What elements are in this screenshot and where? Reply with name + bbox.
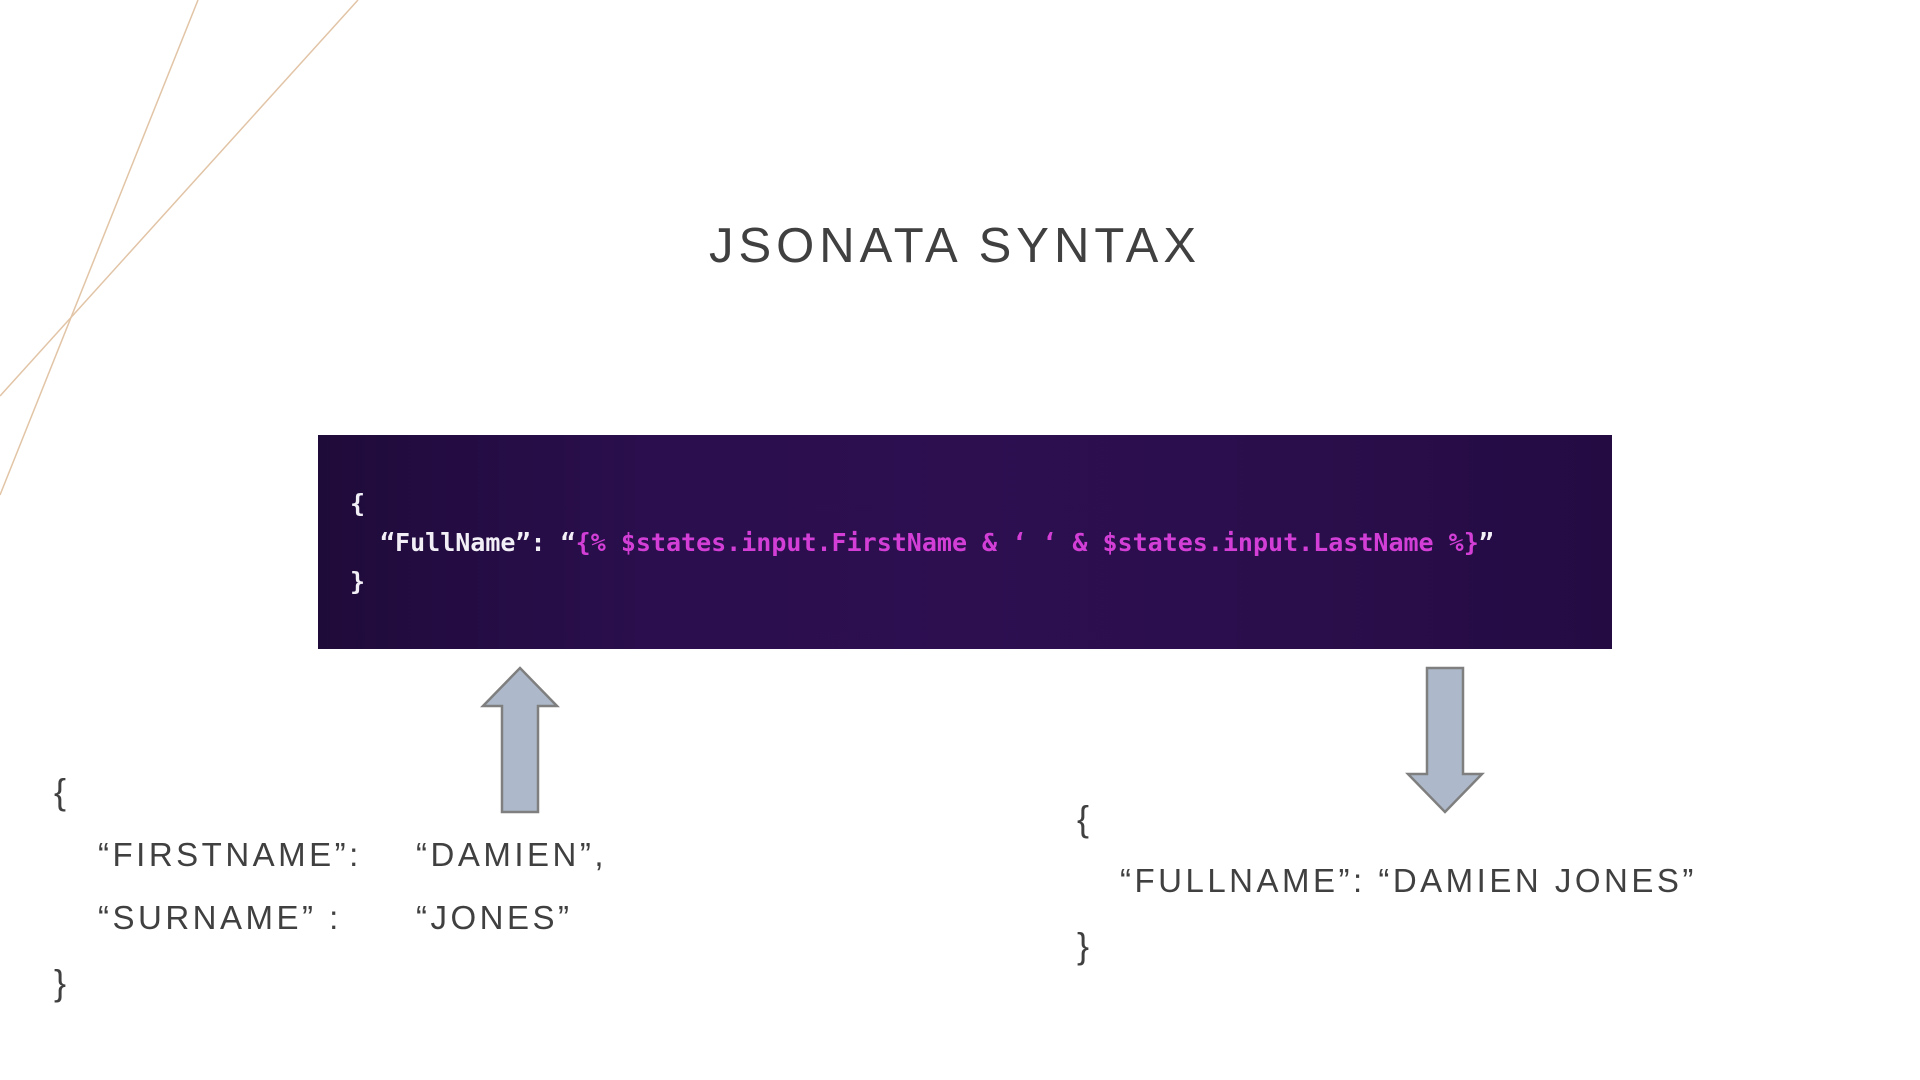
input-surname-value: “JONES” bbox=[416, 899, 573, 936]
code-fullname-line: “FullName”: “{% $states.input.FirstName … bbox=[380, 528, 1494, 557]
input-open-brace: { bbox=[54, 771, 67, 812]
output-close-brace: } bbox=[1077, 925, 1090, 966]
code-suffix: ” bbox=[1478, 528, 1494, 557]
input-firstname-key: “FIRSTNAME”: bbox=[98, 836, 362, 873]
code-jsonata-expression: {% $states.input.FirstName & ‘ ‘ & $stat… bbox=[575, 528, 1479, 557]
arrow-down-icon bbox=[1405, 666, 1485, 814]
code-close-brace: } bbox=[350, 567, 366, 596]
decorative-lines bbox=[0, 0, 359, 496]
output-open-brace: { bbox=[1077, 798, 1090, 839]
slide-title-text: JSONATA SYNTAX bbox=[708, 219, 1202, 273]
input-close-brace: } bbox=[54, 962, 67, 1003]
code-screenshot: { “FullName”: “{% $states.input.FirstNam… bbox=[318, 435, 1612, 649]
code-key: “FullName”: “ bbox=[380, 528, 576, 557]
input-surname-key: “SURNAME” : bbox=[98, 899, 342, 936]
slide-title: JSONATA SYNTAX bbox=[0, 218, 1920, 274]
input-firstname-value: “DAMIEN”, bbox=[416, 836, 607, 873]
arrow-up-icon bbox=[480, 666, 560, 814]
code-open-brace: { bbox=[350, 489, 366, 518]
output-fullname-line: “FULLNAME”: “DAMIEN JONES” bbox=[1120, 862, 1697, 899]
